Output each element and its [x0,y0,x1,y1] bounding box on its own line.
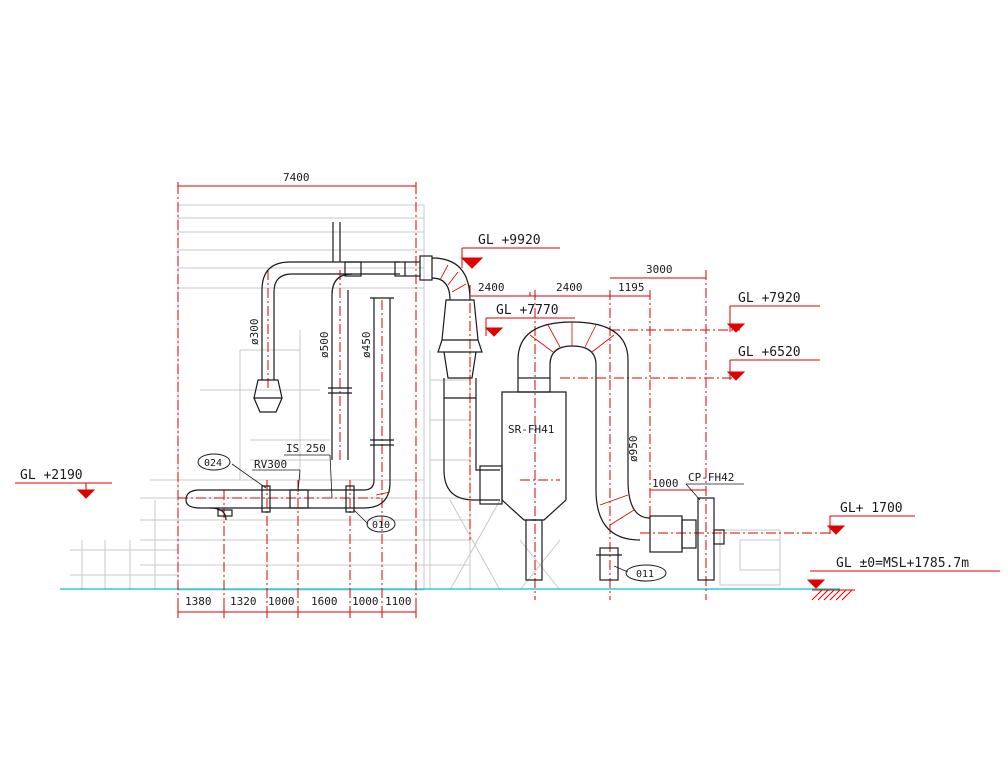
down-pipe-outer [443,398,500,501]
level-gl-9920: GL +9920 [478,233,541,248]
valve-rv300 [261,485,271,513]
dim-run-c: 3000 [646,263,673,276]
fan-inlet [649,515,683,553]
separator-body [501,391,567,521]
venturi-body [443,378,477,399]
separator-inlet [479,465,503,505]
dim-bottom-2: 1320 [230,595,257,608]
elbow-segments [375,264,635,526]
pipe-d300-outer [261,261,400,380]
level-gl-1700: GL+ 1700 [840,501,903,516]
pipe-label-d950: ø950 [627,436,640,463]
dim-offset-1195: 1195 [618,281,645,294]
flange [419,255,433,281]
hood-bottom [253,397,283,413]
dim-bottom-6: 1100 [385,595,412,608]
balloon-024-shape [197,453,231,471]
bottom-elbow-outer [627,479,651,519]
elbow-outer [431,257,471,301]
pipe-horizontal [200,479,375,491]
down-pipe-inner [475,398,500,471]
inlet-elbow [185,489,201,509]
dim-bottom-3: 1000 [268,595,295,608]
level-gl-2190: GL +2190 [20,468,83,483]
fan-flange [681,519,697,549]
dim-bottom-4: 1600 [311,595,338,608]
tag-cp-fh42: CP-FH42 [688,471,734,484]
dim-bottom-5: 1000 [352,595,379,608]
fan-base [719,529,781,586]
venturi-throat [443,351,477,379]
level-markers [15,247,1000,589]
valve-is250 [289,489,309,509]
balloon-010: 010 [372,520,390,531]
level-gl-zero: GL ±0=MSL+1785.7m [836,556,969,571]
pipe-label-d500: ø500 [318,332,331,359]
dim-offset-1000: 1000 [652,477,679,490]
balloon-010-shape [366,515,396,533]
balloon-011: 011 [636,569,654,580]
tag-sr-fh41: SR-FH41 [508,423,554,436]
pipe-label-d450: ø450 [360,332,373,359]
level-gl-6520: GL +6520 [738,345,801,360]
drop-flange [217,509,233,517]
balloon-024: 024 [204,458,222,469]
flange-010 [345,485,355,513]
pipes [185,222,725,581]
pipe-d300-inner [273,273,400,380]
balloon-011-shape [625,564,667,582]
structure-brace [519,539,561,591]
flange [394,261,406,277]
level-gl-7920: GL +7920 [738,291,801,306]
level-gl-7770: GL +7770 [496,303,559,318]
structure-frame [177,204,425,591]
dim-bottom-1: 1380 [185,595,212,608]
dim-run-b: 2400 [556,281,583,294]
u-bend-inner [549,345,597,490]
pipe-d450-elbow [200,298,391,509]
bottom-elbow-inner [595,489,641,541]
tag-is250: IS 250 [286,442,326,455]
fan-shaft [713,529,725,545]
dim-overall-width: 7400 [283,171,310,184]
ground-hatch [811,589,855,601]
leaders [231,454,744,573]
elbow-inner [431,277,451,301]
dimension-lines [177,182,706,618]
fan-motor [739,539,781,571]
separator-top-flange [517,377,551,393]
venturi-top [441,299,479,341]
background-structure [70,204,781,591]
venturi-collar [437,339,483,353]
separator-leg [525,519,543,581]
dim-run-a: 2400 [478,281,505,294]
pipe-d500-outer [331,273,353,460]
pipe-label-d300: ø300 [248,319,261,346]
tag-rv300: RV300 [254,458,287,471]
support-leg [599,547,619,581]
top-valve [344,261,362,277]
structure-brace [449,499,501,591]
drop-elbow [209,507,227,521]
